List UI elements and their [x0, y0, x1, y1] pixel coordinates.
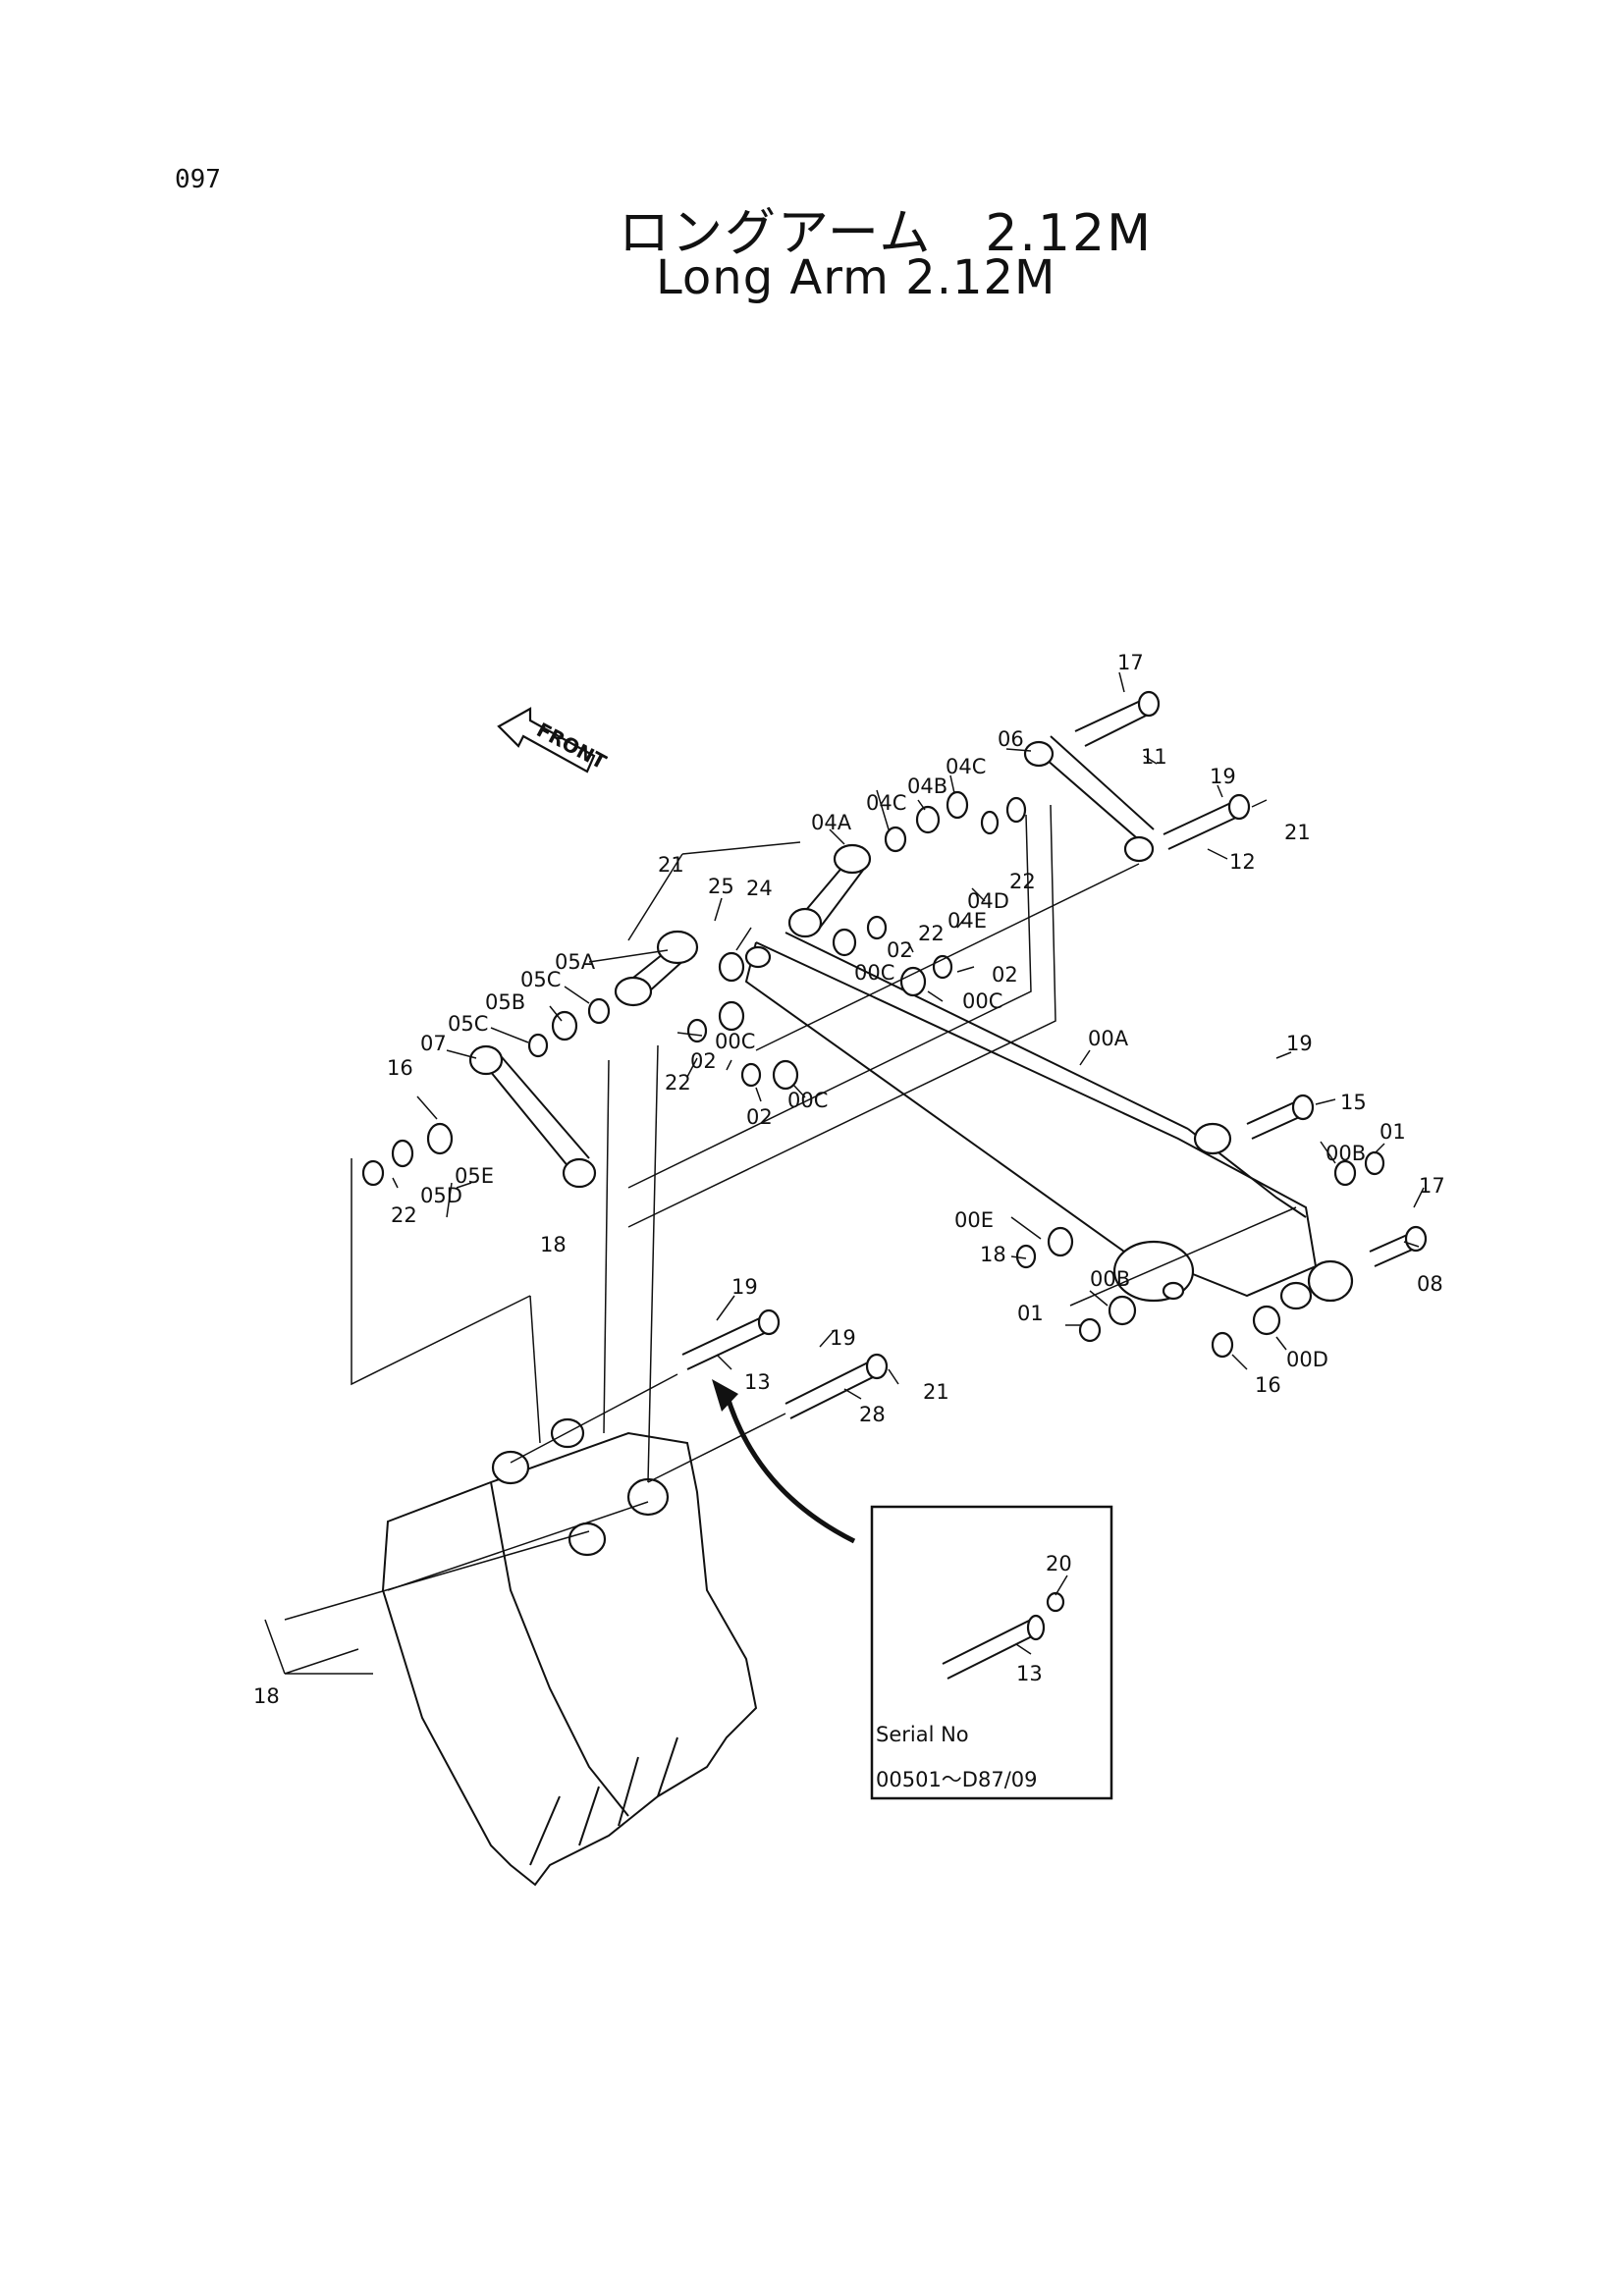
callout-00C: 00C: [715, 1030, 755, 1053]
callout-19: 19: [731, 1275, 758, 1299]
callout-22: 22: [665, 1071, 691, 1095]
callout-22: 22: [391, 1203, 417, 1227]
callout-02: 02: [690, 1049, 717, 1073]
callout-00C: 00C: [787, 1089, 828, 1112]
callout-00A: 00A: [1088, 1027, 1129, 1050]
callout-16: 16: [387, 1056, 413, 1080]
callout-05E: 05E: [455, 1164, 494, 1188]
inset-serial-label: Serial No: [876, 1723, 969, 1746]
callout-25: 25: [708, 875, 734, 898]
pin-11: [1074, 690, 1161, 747]
callout-20: 20: [1046, 1552, 1072, 1575]
title-english: Long Arm 2.12M: [656, 250, 1056, 305]
callout-19: 19: [1286, 1032, 1313, 1055]
front-direction-arrow: FRONT: [497, 707, 611, 774]
callout-11: 11: [1141, 745, 1167, 769]
callout-00D: 00D: [1286, 1348, 1328, 1371]
callout-05C: 05C: [520, 968, 561, 991]
callout-01: 01: [1017, 1302, 1044, 1325]
callout-01: 01: [1380, 1120, 1406, 1144]
link-05A: [614, 930, 699, 1007]
inset-serial-range: 00501～D87/09: [876, 1768, 1038, 1791]
callout-18: 18: [980, 1243, 1006, 1266]
callout-16: 16: [1255, 1373, 1281, 1397]
callout-17: 17: [1117, 651, 1144, 674]
callout-02: 02: [746, 1105, 773, 1129]
callout-13: 13: [744, 1370, 771, 1394]
assembly-guide-lines: [284, 804, 1297, 1621]
callout-19: 19: [1210, 765, 1236, 788]
callout-15: 15: [1340, 1091, 1367, 1114]
leader-lines: [264, 671, 1425, 1675]
callout-06: 06: [998, 727, 1024, 751]
callout-05A: 05A: [555, 950, 596, 974]
callout-13: 13: [1016, 1662, 1043, 1685]
pin-15: [1246, 1094, 1315, 1140]
callout-00E: 00E: [954, 1208, 994, 1232]
callout-00B: 00B: [1325, 1142, 1366, 1165]
callout-19: 19: [830, 1326, 856, 1350]
callout-21: 21: [1284, 821, 1311, 844]
callout-04C: 04C: [866, 791, 906, 815]
callout-02: 02: [887, 938, 913, 962]
callout-04D: 04D: [967, 889, 1009, 913]
callout-17: 17: [1419, 1174, 1445, 1198]
callout-28: 28: [859, 1403, 886, 1426]
callout-22: 22: [918, 922, 945, 945]
title-japanese: ロングアーム 2.12M: [619, 204, 1153, 263]
callout-07: 07: [420, 1032, 447, 1055]
pin-12: [1163, 793, 1251, 850]
callout-05B: 05B: [485, 990, 525, 1014]
callout-02: 02: [992, 963, 1018, 987]
link-04A: [787, 843, 872, 938]
callout-08: 08: [1417, 1272, 1443, 1296]
inset-box: [870, 1505, 1113, 1800]
part-callouts: 17 11 06 19 12 21 04C 04B 04C 04A 21 25 …: [253, 651, 1445, 1708]
callout-21: 21: [658, 853, 684, 877]
callout-04B: 04B: [907, 774, 947, 798]
callout-04C: 04C: [946, 755, 986, 778]
callout-18: 18: [253, 1684, 280, 1708]
pin-13: [681, 1308, 781, 1370]
callout-00B: 00B: [1090, 1267, 1130, 1291]
callout-24: 24: [746, 877, 773, 900]
callout-12: 12: [1229, 850, 1256, 874]
inset-reference-arrow: [712, 1379, 856, 1544]
callout-04A: 04A: [811, 811, 852, 834]
callout-00C: 00C: [962, 989, 1002, 1013]
callout-18: 18: [540, 1233, 567, 1256]
callout-05D: 05D: [420, 1184, 462, 1207]
bushings-and-rings: [361, 790, 1385, 1359]
callout-00C: 00C: [854, 961, 894, 985]
callout-04E: 04E: [947, 909, 987, 933]
bucket: [381, 1417, 758, 1887]
upper-link-06: [1023, 735, 1155, 863]
callout-05C: 05C: [448, 1012, 488, 1036]
callout-22: 22: [1009, 870, 1036, 893]
pin-28: [784, 1353, 889, 1419]
arm-body-00A: [744, 932, 1354, 1310]
callout-21: 21: [923, 1380, 949, 1404]
side-link-07: [468, 1044, 597, 1189]
page-number: 097: [175, 165, 221, 194]
